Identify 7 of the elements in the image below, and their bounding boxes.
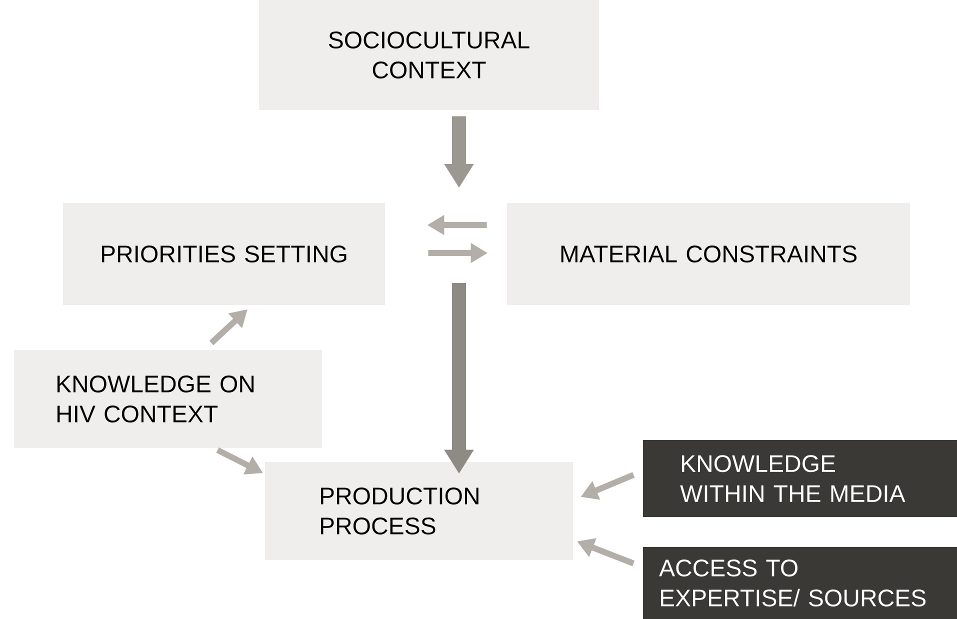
concept-box: KNOWLEDGE ON HIV CONTEXT	[14, 350, 322, 448]
concept-box: ACCESS TO EXPERTISE/ SOURCES	[643, 547, 957, 619]
concept-box: PRIORITIES SETTING	[63, 203, 385, 305]
concept-box: KNOWLEDGE WITHIN THE MEDIA	[643, 440, 957, 517]
concept-box: SOCIOCULTURAL CONTEXT	[259, 0, 599, 110]
concept-box: MATERIAL CONSTRAINTS	[507, 203, 910, 305]
concept-box: PRODUCTION PROCESS	[265, 462, 573, 560]
